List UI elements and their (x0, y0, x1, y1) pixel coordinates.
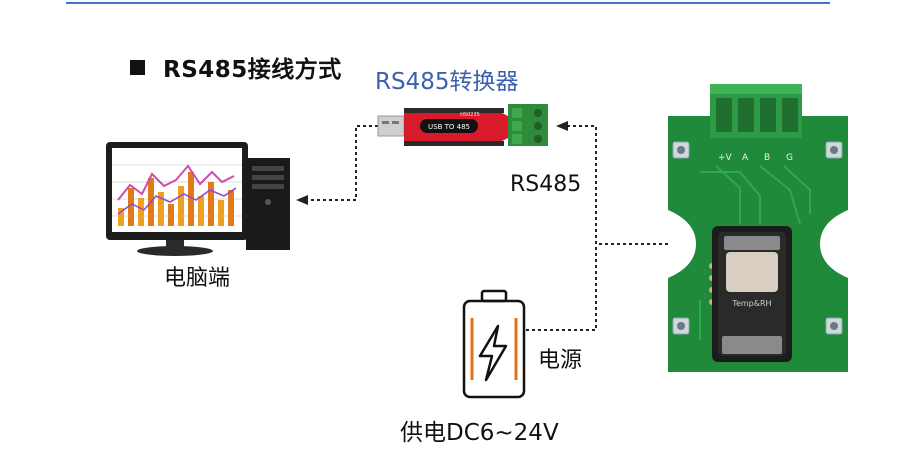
top-divider-line (66, 2, 830, 4)
power-label: 电源 (538, 348, 583, 373)
heading-text: RS485接线方式 (163, 57, 342, 83)
board-terminal-block (710, 84, 802, 138)
bus-to-converter-line (566, 125, 668, 245)
square-bullet-icon (130, 59, 145, 75)
usb-to-pc-line (306, 125, 378, 201)
arrow-to-converter-icon (556, 121, 568, 131)
pin-label-g: G (786, 153, 793, 163)
pin-label-a: A (742, 153, 749, 163)
sensor-module-text: Temp&RH (731, 299, 771, 308)
pc-tower-icon (246, 158, 290, 250)
pin-label-v: +V (718, 153, 733, 163)
monitor-icon (106, 142, 248, 256)
power-line (526, 244, 597, 331)
rs485-bus-label: RS485 (510, 172, 582, 197)
pin-label-b: B (764, 153, 770, 163)
battery-icon (462, 289, 526, 399)
supply-voltage-label: 供电DC6~24V (400, 420, 559, 446)
converter-title: RS485转换器 (375, 69, 519, 95)
converter-model-label: HS0235 (460, 112, 480, 118)
converter-usb-label: USB TO 485 (428, 123, 470, 131)
section-heading: RS485接线方式 (130, 50, 342, 84)
connection-lines (306, 125, 668, 331)
temp-humidity-sensor-module: Temp&RH (712, 226, 792, 362)
usb-converter-device: USB TO 485 HS0235 (377, 104, 548, 146)
pc-label: 电脑端 (164, 266, 231, 291)
arrow-to-pc-icon (296, 195, 308, 205)
lightning-bolt-icon (478, 324, 508, 382)
